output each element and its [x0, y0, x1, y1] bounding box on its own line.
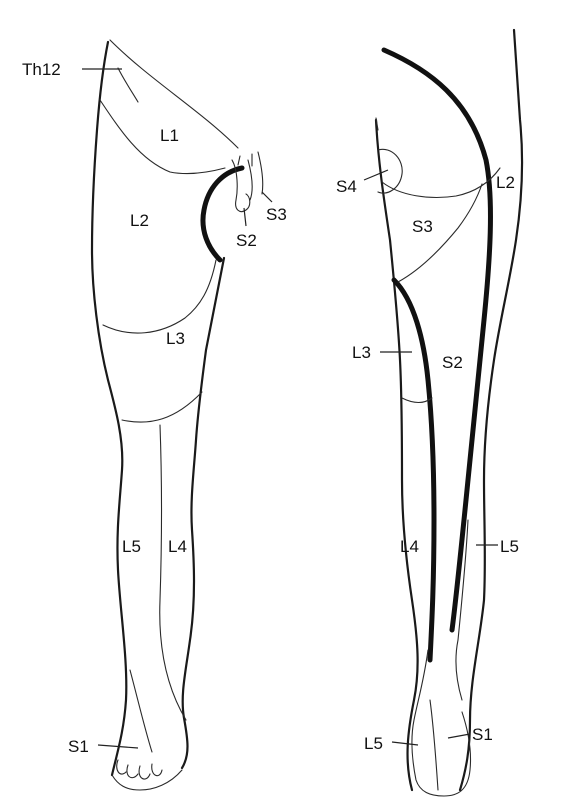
s3-leader [261, 191, 273, 203]
label-l1: L1 [160, 126, 179, 145]
l5-foot-leader [391, 741, 419, 746]
anterior-toes [111, 759, 183, 791]
anterior-lateral-outline [90, 40, 128, 777]
posterior-gluteal-line [381, 167, 501, 199]
label-s3-posterior: S3 [412, 217, 433, 236]
label-l5-posterior: L5 [500, 537, 519, 556]
s4-leader [363, 169, 389, 181]
anterior-l1-l2-boundary [99, 99, 226, 175]
posterior-s2-bold-inner [391, 277, 437, 663]
anterior-knee-boundary [121, 391, 203, 423]
posterior-top-line [375, 117, 379, 131]
label-s3: S3 [266, 205, 287, 224]
anterior-genital-bold-curve [200, 165, 245, 263]
s1-posterior-leader [447, 733, 471, 739]
posterior-s2-bold-outer [381, 47, 493, 633]
anterior-leg [90, 39, 264, 791]
label-l3-posterior: L3 [352, 343, 371, 362]
anterior-l4-l5-boundary [159, 424, 187, 721]
anterior-l2-l3-boundary [102, 259, 217, 334]
anterior-th12-arc [117, 67, 139, 103]
label-l2-posterior: L2 [496, 173, 515, 192]
label-s1-posterior: S1 [472, 725, 493, 744]
posterior-s4-circle [377, 148, 403, 194]
label-l4-posterior: L4 [400, 537, 419, 556]
anterior-s1-boundary [129, 669, 153, 753]
posterior-knee-boundary [401, 397, 433, 404]
label-s4: S4 [336, 177, 357, 196]
posterior-leg [374, 28, 524, 797]
label-s2: S2 [236, 231, 257, 250]
posterior-foot [411, 649, 472, 797]
posterior-lateral-outline [374, 118, 419, 792]
anterior-inguinal-line [109, 39, 239, 149]
posterior-s3-boundary [397, 183, 483, 283]
s2-leader [243, 207, 247, 227]
anterior-labels: Th12 L1 L2 L3 L5 L4 S1 S2 S3 [22, 60, 287, 756]
anterior-genital-sketch [231, 151, 264, 213]
label-s1: S1 [68, 737, 89, 756]
label-l5: L5 [122, 537, 141, 556]
label-l3: L3 [166, 329, 185, 348]
label-l4: L4 [168, 537, 187, 556]
label-l5-foot: L5 [364, 734, 383, 753]
posterior-labels: S4 L2 S3 L3 S2 L4 L5 L5 S1 [336, 169, 519, 753]
label-l2: L2 [130, 211, 149, 230]
anterior-medial-outline [180, 256, 226, 770]
label-s2-posterior: S2 [442, 353, 463, 372]
s1-leader [97, 744, 139, 749]
label-th12: Th12 [22, 60, 61, 79]
posterior-back-outline [458, 28, 524, 792]
posterior-calf-line [455, 519, 469, 701]
